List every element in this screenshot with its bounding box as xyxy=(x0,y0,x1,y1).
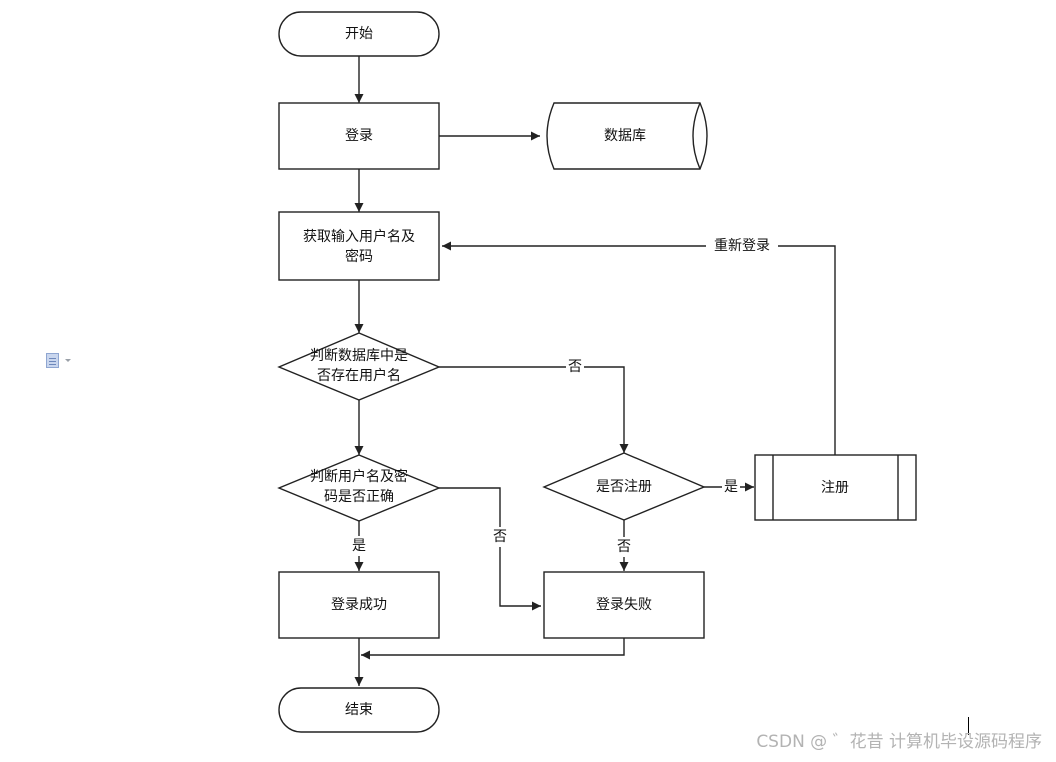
get-input-node xyxy=(278,211,440,281)
text-cursor xyxy=(968,717,969,735)
watermark: CSDN @ ゛花昔 计算机毕设源码程序 xyxy=(756,732,1042,752)
check-user-label-line1: 判断数据库中是 xyxy=(310,348,408,364)
register-label: 注册 xyxy=(821,480,849,496)
check-user-label-line2: 否存在用户名 xyxy=(317,367,401,384)
register-decision xyxy=(542,452,706,521)
check-user-decision xyxy=(277,332,441,401)
edge-fail-to-merge xyxy=(361,638,625,660)
edge-label-yes-correct: 是 xyxy=(352,538,366,554)
edge-check-user-no xyxy=(439,366,629,453)
login-fail-node xyxy=(543,571,705,639)
check-password-label-line1: 判断用户名及密 xyxy=(310,468,408,485)
start-label: 开始 xyxy=(345,26,373,42)
end-label: 结束 xyxy=(345,702,373,718)
edge-label-yes-register: 是 xyxy=(724,479,738,495)
end-node xyxy=(278,687,440,733)
login-fail-label: 登录失败 xyxy=(596,597,652,613)
login-node xyxy=(278,102,440,170)
login-success-label: 登录成功 xyxy=(331,597,387,613)
edge-label-no-register: 否 xyxy=(617,539,631,555)
chevron-down-icon xyxy=(65,359,71,362)
database-node xyxy=(546,102,708,170)
register-node xyxy=(754,454,917,521)
edge-label-no-correct: 否 xyxy=(493,529,507,545)
database-label: 数据库 xyxy=(604,128,646,144)
login-success-node xyxy=(278,571,440,639)
check-password-label-line2: 码是否正确 xyxy=(324,489,394,505)
start-node xyxy=(278,11,440,57)
edge-relogin xyxy=(442,241,836,455)
edge-check-pwd-no xyxy=(439,487,541,611)
edge-label-relogin: 重新登录 xyxy=(714,238,770,254)
register-decision-label: 是否注册 xyxy=(596,479,652,495)
get-input-label-line1: 获取输入用户名及 xyxy=(303,228,415,245)
login-label: 登录 xyxy=(345,128,373,144)
check-password-decision xyxy=(277,454,441,522)
edge-label-no-user: 否 xyxy=(568,359,582,375)
get-input-label-line2: 密码 xyxy=(345,248,373,265)
document-icon[interactable] xyxy=(46,353,76,369)
